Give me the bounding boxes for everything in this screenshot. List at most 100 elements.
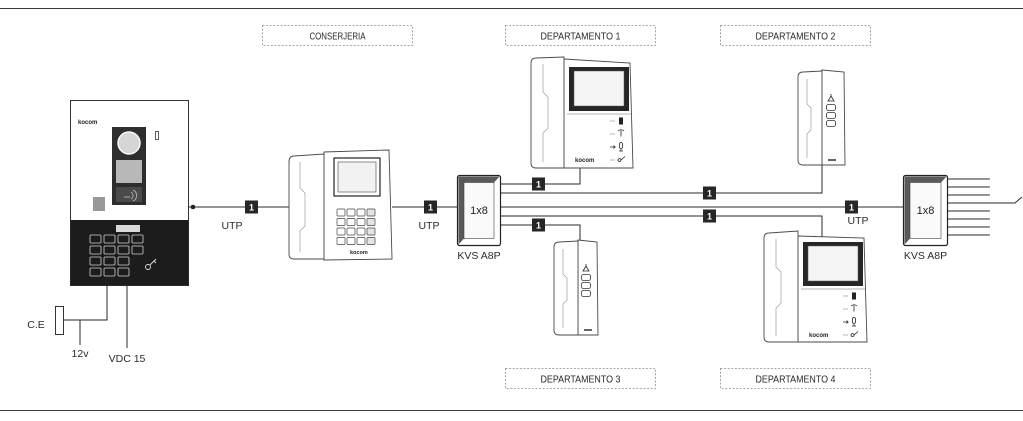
- zone-frame: [262, 25, 413, 46]
- concierge-handset: [288, 153, 325, 260]
- keypad-key: [103, 234, 116, 244]
- bell-icon: [827, 94, 835, 102]
- departamento-2-audio-phone: [797, 69, 846, 166]
- cable: [500, 215, 823, 237]
- link-distributor-to-departamento-3: 1: [500, 218, 581, 240]
- keypad-key: [356, 218, 366, 226]
- cable-marker: [245, 200, 258, 214]
- call-icon: [617, 129, 625, 137]
- keypad: [89, 234, 144, 277]
- cable: [500, 168, 581, 185]
- phone-handset: [797, 70, 823, 166]
- keypad-key: [356, 227, 366, 236]
- panel-terminal-dot: [190, 204, 196, 210]
- keypad-key: [89, 245, 102, 255]
- distributor-kvs-a8p-2: 1x8 KVS A8P: [902, 174, 949, 262]
- screen: [573, 70, 625, 107]
- distributor-bevel: [904, 176, 947, 245]
- cable-marker-count: 1: [849, 202, 854, 212]
- keypad-key: [366, 218, 376, 226]
- screen: [337, 161, 377, 193]
- distributor-ports: 1x8: [917, 205, 935, 217]
- keypad-key: [103, 245, 116, 255]
- distributor-bevel: [458, 176, 500, 245]
- keypad-key: [336, 237, 346, 245]
- keypad-display: [116, 225, 140, 232]
- cable-marker: [703, 209, 716, 223]
- keypad-key: [131, 245, 144, 255]
- key-icon-blade: [149, 258, 157, 266]
- keypad-key: [103, 267, 116, 277]
- departamento-4-video-monitor: kocom: [763, 230, 868, 343]
- cable-marker: [424, 200, 437, 214]
- handset-grip-line: [806, 79, 812, 158]
- distributor-ports: 1x8: [470, 205, 488, 217]
- zone-frame: [720, 25, 871, 46]
- key-icon: [145, 258, 157, 270]
- keypad-key: [117, 245, 130, 255]
- cable-marker-count: 1: [249, 202, 254, 212]
- lock-cable: [63, 285, 108, 321]
- phone-button: [826, 104, 836, 111]
- zone-label: DEPARTAMENTO 4: [756, 374, 836, 385]
- lock-label: C.E: [27, 319, 45, 331]
- riser-cable-continuation: [990, 196, 1023, 204]
- keypad-key: [117, 256, 130, 266]
- keypad-key: [131, 234, 144, 244]
- phone-button: [826, 120, 836, 127]
- monitor-handset: [530, 56, 565, 169]
- keypad-key: [336, 218, 346, 226]
- arrow-guide: [843, 320, 849, 324]
- door-icon: [852, 292, 856, 300]
- keypad-key: [336, 208, 346, 217]
- keypad-key: [89, 267, 102, 277]
- link-distributor-to-departamento-1: 1: [500, 168, 581, 191]
- keypad-key: [356, 237, 366, 245]
- brand-logo: kocom: [78, 120, 97, 126]
- cable-marker-count: 1: [428, 202, 433, 212]
- phone-button: [826, 112, 836, 119]
- cable-marker-count: 1: [707, 188, 712, 198]
- electric-lock: [55, 306, 64, 335]
- lock-and-power-wiring: C.E 12v VDC 15: [27, 285, 146, 365]
- keypad-key: [89, 234, 102, 244]
- cable-marker-count: 1: [536, 220, 541, 230]
- keypad-key: [346, 208, 356, 217]
- cable-type-label: UTP: [848, 215, 869, 227]
- speaker-grill: [93, 197, 105, 211]
- keypad-key: [346, 237, 356, 245]
- name-card-window: [116, 160, 142, 183]
- zone-frame: [505, 25, 656, 46]
- keypad-key: [117, 234, 130, 244]
- zone-conserjeria: CONSERJERIA: [262, 25, 413, 46]
- zone-frame: [505, 368, 656, 389]
- brand-logo: kocom: [575, 158, 594, 164]
- cable-type-label: UTP: [419, 220, 440, 232]
- cable: [500, 224, 581, 240]
- cable-type-label: UTP: [222, 220, 243, 232]
- zone-frame: [720, 368, 871, 389]
- cable-marker: [845, 200, 858, 214]
- phone-button: [581, 282, 591, 289]
- mic-icon: [852, 317, 856, 327]
- distributor-2-outputs: [947, 178, 990, 236]
- departamento-3-audio-phone: [553, 239, 599, 336]
- distributor-model: KVS A8P: [904, 250, 947, 262]
- phone-button: [581, 274, 591, 281]
- key-icon: [617, 156, 626, 162]
- distributor-face: [909, 182, 942, 239]
- phone-button: [581, 290, 591, 297]
- keypad-key: [366, 227, 376, 236]
- concierge-keypad: [336, 208, 376, 245]
- keypad-key: [103, 256, 116, 266]
- cable-marker: [703, 186, 716, 200]
- brand-logo: kocom: [809, 333, 828, 339]
- cable-marker: [532, 177, 545, 191]
- power-supply-label: VDC 15: [109, 353, 146, 365]
- zone-label: DEPARTAMENTO 3: [541, 374, 621, 385]
- mic-icon: [619, 142, 623, 152]
- link-distributor-to-departamento-2: 1: [500, 165, 823, 200]
- distributor-face: [463, 182, 495, 239]
- arrow-guide: [610, 145, 616, 149]
- status-led: [155, 131, 159, 140]
